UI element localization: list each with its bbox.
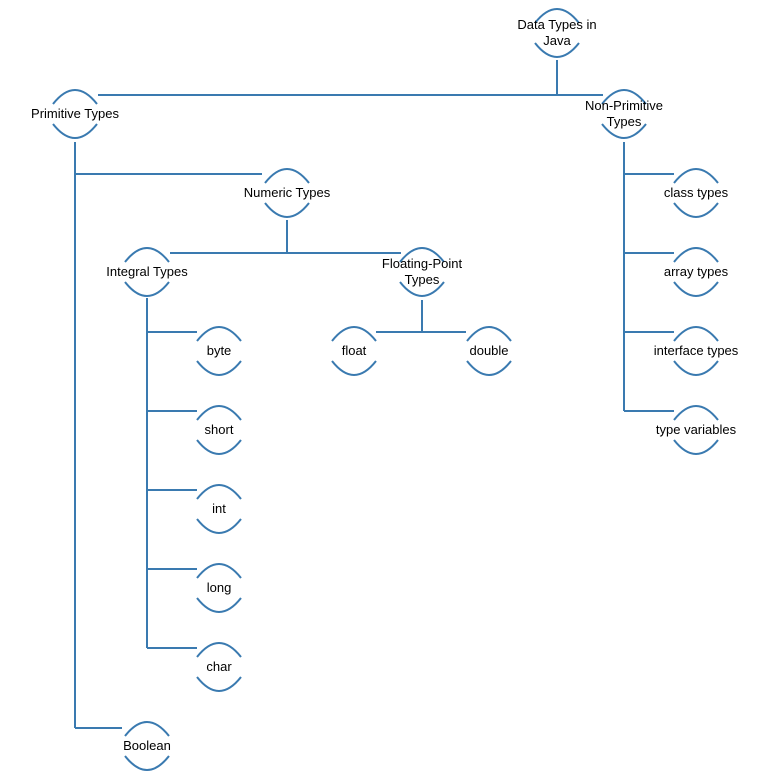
node-bottom-arc bbox=[196, 597, 242, 613]
node-bottom-arc bbox=[196, 439, 242, 455]
node-top-arc bbox=[673, 326, 719, 342]
node-int-label: int bbox=[212, 501, 226, 516]
label-line: byte bbox=[207, 343, 232, 358]
node-integral: Integral Types bbox=[106, 247, 188, 297]
node-class-types: class types bbox=[664, 168, 729, 218]
node-type-variables: type variables bbox=[656, 405, 737, 455]
label-line: short bbox=[205, 422, 234, 437]
label-line: type variables bbox=[656, 422, 737, 437]
node-integral-label: Integral Types bbox=[106, 264, 188, 279]
node-long-label: long bbox=[207, 580, 232, 595]
node-top-arc bbox=[399, 247, 445, 263]
label-line: Floating-Point bbox=[382, 256, 463, 271]
node-top-arc bbox=[534, 8, 580, 24]
node-top-arc bbox=[124, 721, 170, 737]
node-top-arc bbox=[601, 89, 647, 105]
node-interface-types: interface types bbox=[654, 326, 739, 376]
node-top-arc bbox=[196, 642, 242, 658]
node-top-arc bbox=[673, 405, 719, 421]
label-line: Types bbox=[607, 114, 642, 129]
node-bottom-arc bbox=[673, 439, 719, 455]
node-bottom-arc bbox=[196, 676, 242, 692]
node-bottom-arc bbox=[52, 123, 98, 139]
node-bottom-arc bbox=[196, 360, 242, 376]
label-line: Numeric Types bbox=[244, 185, 331, 200]
node-top-arc bbox=[196, 405, 242, 421]
label-line: long bbox=[207, 580, 232, 595]
node-float-label: float bbox=[342, 343, 367, 358]
label-line: Java bbox=[543, 33, 571, 48]
node-bottom-arc bbox=[264, 202, 310, 218]
label-line: Non-Primitive bbox=[585, 98, 663, 113]
node-long: long bbox=[196, 563, 242, 613]
label-line: int bbox=[212, 501, 226, 516]
node-bottom-arc bbox=[673, 281, 719, 297]
node-bottom-arc bbox=[673, 202, 719, 218]
node-bottom-arc bbox=[124, 755, 170, 771]
label-line: interface types bbox=[654, 343, 739, 358]
node-bottom-arc bbox=[466, 360, 512, 376]
node-array-types: array types bbox=[664, 247, 729, 297]
node-short: short bbox=[196, 405, 242, 455]
node-double-label: double bbox=[469, 343, 508, 358]
node-type-variables-label: type variables bbox=[656, 422, 737, 437]
node-top-arc bbox=[264, 168, 310, 184]
label-line: Boolean bbox=[123, 738, 171, 753]
node-boolean: Boolean bbox=[123, 721, 171, 771]
node-interface-types-label: interface types bbox=[654, 343, 739, 358]
node-bottom-arc bbox=[124, 281, 170, 297]
node-top-arc bbox=[466, 326, 512, 342]
connectors bbox=[74, 60, 674, 729]
node-top-arc bbox=[196, 563, 242, 579]
label-line: Primitive Types bbox=[31, 106, 119, 121]
node-class-types-label: class types bbox=[664, 185, 729, 200]
node-bottom-arc bbox=[399, 281, 445, 297]
node-numeric-label: Numeric Types bbox=[244, 185, 331, 200]
node-boolean-label: Boolean bbox=[123, 738, 171, 753]
node-top-arc bbox=[52, 89, 98, 105]
node-primitive: Primitive Types bbox=[31, 89, 119, 139]
node-top-arc bbox=[196, 326, 242, 342]
node-double: double bbox=[466, 326, 512, 376]
node-char: char bbox=[196, 642, 242, 692]
label-line: Integral Types bbox=[106, 264, 188, 279]
node-bottom-arc bbox=[534, 42, 580, 58]
node-byte-label: byte bbox=[207, 343, 232, 358]
label-line: class types bbox=[664, 185, 729, 200]
label-line: float bbox=[342, 343, 367, 358]
node-int: int bbox=[196, 484, 242, 534]
label-line: Data Types in bbox=[517, 17, 596, 32]
node-top-arc bbox=[673, 247, 719, 263]
node-top-arc bbox=[673, 168, 719, 184]
node-numeric: Numeric Types bbox=[244, 168, 331, 218]
node-top-arc bbox=[331, 326, 377, 342]
label-line: char bbox=[206, 659, 232, 674]
node-primitive-label: Primitive Types bbox=[31, 106, 119, 121]
node-top-arc bbox=[196, 484, 242, 500]
node-bottom-arc bbox=[673, 360, 719, 376]
node-bottom-arc bbox=[601, 123, 647, 139]
node-char-label: char bbox=[206, 659, 232, 674]
label-line: double bbox=[469, 343, 508, 358]
node-bottom-arc bbox=[196, 518, 242, 534]
node-array-types-label: array types bbox=[664, 264, 729, 279]
node-float: float bbox=[331, 326, 377, 376]
label-line: Types bbox=[405, 272, 440, 287]
label-line: array types bbox=[664, 264, 729, 279]
node-bottom-arc bbox=[331, 360, 377, 376]
node-short-label: short bbox=[205, 422, 234, 437]
node-top-arc bbox=[124, 247, 170, 263]
node-byte: byte bbox=[196, 326, 242, 376]
